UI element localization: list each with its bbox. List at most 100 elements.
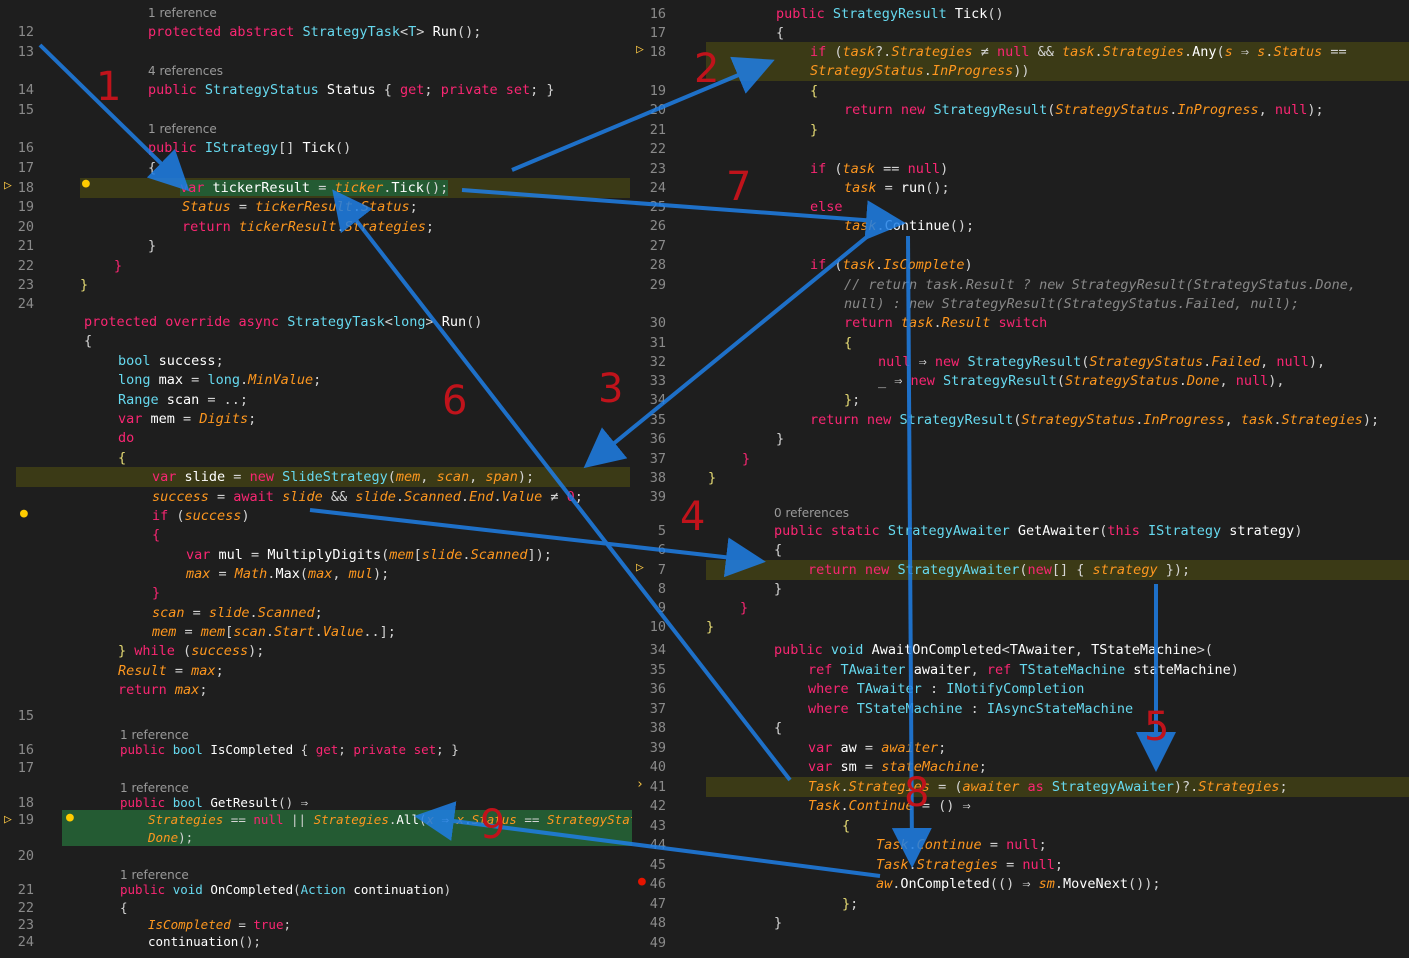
code-line[interactable]: 43{ [649, 818, 851, 834]
codelens-references[interactable]: 1 reference [148, 122, 217, 136]
codelens-references[interactable]: 1 reference [120, 728, 189, 742]
code-line[interactable]: 21} [649, 122, 819, 138]
code-line[interactable]: null) : new StrategyResult(StrategyStatu… [844, 296, 1300, 312]
code-line[interactable]: 49 [649, 935, 666, 951]
code-line[interactable]: 21} [17, 238, 157, 254]
code-line[interactable]: 29// return task.Result ? new StrategyRe… [649, 277, 1357, 293]
code-line[interactable]: Range scan = ..; [118, 392, 249, 408]
code-line[interactable]: 8} [657, 581, 783, 597]
code-line-current[interactable]: var slide = new SlideStrategy(mem, scan,… [16, 467, 630, 487]
code-line[interactable]: StrategyStatus.InProgress)) [810, 63, 1030, 79]
codelens-references[interactable]: 4 references [148, 64, 223, 78]
code-line[interactable]: return max; [118, 682, 208, 698]
code-line[interactable]: mem = mem[scan.Start.Value..]; [152, 624, 396, 640]
execution-pointer-icon[interactable]: ▷ [4, 812, 12, 827]
code-line[interactable]: long max = long.MinValue; [118, 372, 322, 388]
code-line[interactable]: 31{ [649, 335, 853, 351]
code-line[interactable]: { [84, 333, 93, 349]
code-line[interactable]: 22} [17, 258, 123, 274]
code-line[interactable]: 34}; [649, 392, 861, 408]
code-line[interactable]: Result = max; [118, 663, 224, 679]
code-line[interactable]: 22{ [17, 900, 128, 916]
code-line[interactable]: 48} [649, 915, 783, 931]
code-line[interactable]: 15 [17, 708, 34, 724]
code-line[interactable]: 20 [17, 848, 34, 864]
code-line[interactable]: success = await slide && slide.Scanned.E… [152, 489, 583, 505]
code-line[interactable]: scan = slide.Scanned; [152, 605, 323, 621]
code-line[interactable]: max = Math.Max(max, mul); [186, 566, 390, 582]
code-line[interactable]: Done); [148, 830, 194, 845]
codelens-references[interactable]: 1 reference [148, 6, 217, 20]
code-line[interactable]: 37} [649, 451, 751, 467]
code-line-current[interactable]: var tickerResult = ticker.Tick(); [80, 178, 630, 198]
codelens-references[interactable]: 1 reference [120, 781, 189, 795]
lightbulb-icon[interactable]: ● [82, 176, 90, 191]
breakpoint-icon[interactable]: ● [638, 874, 646, 889]
code-line[interactable]: 36} [649, 431, 785, 447]
execution-pointer-icon[interactable]: ▷ [636, 560, 644, 575]
codelens-references[interactable]: 1 reference [120, 868, 189, 882]
code-line[interactable]: 6{ [657, 542, 783, 558]
code-line[interactable]: do [118, 430, 135, 446]
code-line[interactable]: } while (success); [118, 643, 265, 659]
execution-pointer-icon[interactable]: ▷ [4, 178, 12, 193]
code-line-current[interactable] [706, 42, 1409, 81]
code-line[interactable]: 19{ [649, 83, 819, 99]
code-line[interactable]: if (success) [152, 508, 250, 524]
code-line[interactable]: } [152, 585, 161, 601]
code-line-current[interactable]: Task.Strategies = (awaiter as StrategyAw… [706, 777, 1409, 797]
code-line-current[interactable]: return new StrategyAwaiter(new[] { strat… [706, 560, 1409, 580]
code-line[interactable]: 17 [17, 760, 34, 776]
codelens-references[interactable]: 0 references [774, 506, 849, 520]
code-line[interactable]: 17{ [649, 25, 785, 41]
code-line[interactable]: bool success; [118, 353, 224, 369]
code-line[interactable]: 47}; [649, 896, 859, 912]
execution-pointer-icon[interactable]: ▷ [636, 42, 644, 57]
code-line[interactable]: 9} [657, 600, 749, 616]
execution-pointer-icon[interactable]: › [636, 777, 644, 792]
code-line[interactable]: 17{ [17, 160, 157, 176]
code-line[interactable]: { [118, 450, 127, 466]
code-line[interactable]: 15 [17, 102, 34, 118]
lightbulb-icon[interactable]: ● [20, 506, 28, 521]
code-line[interactable]: 39 [649, 489, 666, 505]
code-line[interactable]: { [152, 527, 161, 543]
code-line[interactable]: protected override async StrategyTask<lo… [84, 314, 483, 330]
code-line[interactable]: 27 [649, 238, 666, 254]
code-line[interactable]: var mul = MultiplyDigits(mem[slide.Scann… [186, 547, 552, 563]
code-line[interactable]: 38{ [649, 720, 783, 736]
code-line[interactable]: var mem = Digits; [118, 411, 257, 427]
code-line[interactable]: 13 [17, 44, 34, 60]
code-line[interactable]: 38} [649, 470, 717, 486]
code-line[interactable]: 22 [649, 141, 666, 157]
code-line[interactable]: 10} [649, 619, 715, 635]
